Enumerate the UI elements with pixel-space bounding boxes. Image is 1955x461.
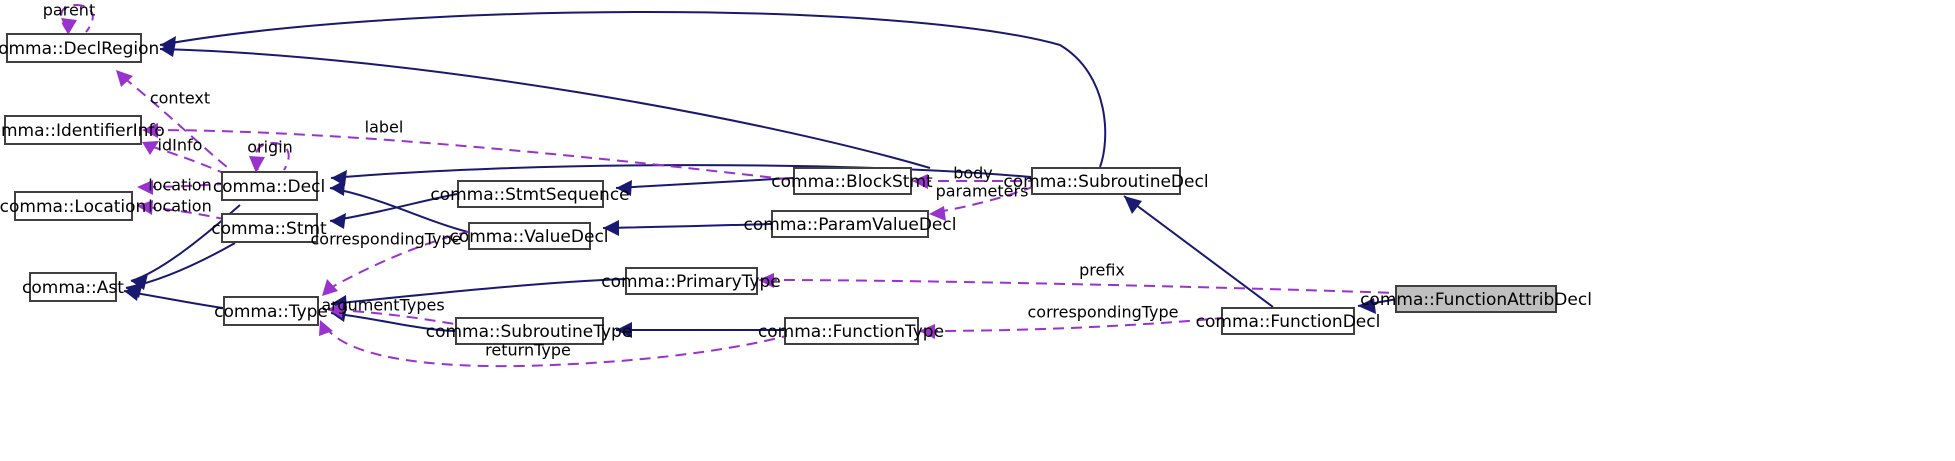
node-functionattribdecl[interactable]: comma::FunctionAttribDecl bbox=[1360, 285, 1592, 313]
node-declregion[interactable]: comma::DeclRegion bbox=[0, 33, 159, 63]
edge-stmt-to-ast bbox=[125, 242, 236, 298]
node-stmt[interactable]: comma::Stmt bbox=[211, 213, 327, 243]
node-label-primarytype: comma::PrimaryType bbox=[601, 272, 780, 292]
edge-label-label: label bbox=[365, 118, 404, 137]
edge-valuedecl-to-decl bbox=[329, 180, 469, 233]
edge-decl-to-declregion-context bbox=[116, 70, 233, 172]
node-label-stmt: comma::Stmt bbox=[211, 219, 327, 239]
edge-label-origin: origin bbox=[247, 138, 293, 157]
edge-functionattribdecl-to-primarytype-prefix bbox=[758, 273, 1397, 294]
edge-label-location-1: location bbox=[148, 176, 211, 195]
edge-label-prefix: prefix bbox=[1079, 261, 1125, 280]
node-label-location: comma::Location bbox=[0, 197, 146, 217]
edge-functionattribdecl-to-functiondecl bbox=[1357, 298, 1398, 314]
edge-subroutinedecl-to-declregion bbox=[159, 41, 931, 169]
node-label-functionattribdecl: comma::FunctionAttribDecl bbox=[1360, 290, 1592, 310]
edge-functiondecl-to-functiontype-correspondingtype bbox=[919, 317, 1223, 339]
edge-blockstmt-to-stmtsequence bbox=[615, 177, 794, 196]
edge-paramvaluedecl-to-valuedecl bbox=[602, 220, 772, 236]
edge-decl-to-location-upper bbox=[137, 180, 224, 195]
edge-label-correspondingtype-2: correspondingType bbox=[1027, 303, 1178, 322]
edge-type-to-ast bbox=[123, 285, 224, 309]
node-label-stmtsequence: comma::StmtSequence bbox=[430, 185, 629, 205]
edge-label-correspondingtype-1: correspondingType bbox=[310, 230, 461, 249]
node-type[interactable]: comma::Type bbox=[214, 296, 328, 326]
node-label-functiontype: comma::FunctionType bbox=[758, 322, 944, 342]
node-label-ast: comma::Ast bbox=[22, 278, 124, 298]
node-subroutinedecl[interactable]: comma::SubroutineDecl bbox=[1003, 167, 1209, 195]
edge-label-idinfo: idInfo bbox=[158, 136, 203, 155]
node-valuedecl[interactable]: comma::ValueDecl bbox=[449, 222, 609, 250]
edge-subroutinetype-to-type-argumenttypes bbox=[327, 303, 456, 325]
node-label-identifierinfo: comma::IdentifierInfo bbox=[0, 121, 165, 141]
node-paramvaluedecl[interactable]: comma::ParamValueDecl bbox=[744, 210, 957, 238]
nodes: comma::DeclRegion comma::IdentifierInfo … bbox=[0, 33, 1592, 345]
node-blockstmt[interactable]: comma::BlockStmt bbox=[771, 167, 933, 195]
node-label-subroutinetype: comma::SubroutineType bbox=[426, 322, 633, 342]
edge-labels: parent context label idInfo origin locat… bbox=[43, 1, 1179, 360]
node-label-valuedecl: comma::ValueDecl bbox=[449, 227, 608, 247]
node-subroutinetype[interactable]: comma::SubroutineType bbox=[426, 317, 633, 345]
node-label-type: comma::Type bbox=[214, 302, 328, 322]
edge-functiontype-to-type-returntype bbox=[319, 320, 787, 368]
node-primarytype[interactable]: comma::PrimaryType bbox=[601, 267, 781, 295]
edge-label-location-2: location bbox=[148, 197, 211, 216]
node-location[interactable]: comma::Location bbox=[0, 191, 146, 221]
node-ast[interactable]: comma::Ast bbox=[22, 272, 124, 302]
edge-primarytype-to-type bbox=[330, 278, 626, 311]
node-stmtsequence[interactable]: comma::StmtSequence bbox=[430, 180, 630, 208]
edge-declregion-parent-self bbox=[60, 3, 94, 35]
edge-label-returntype: returnType bbox=[485, 341, 571, 360]
node-label-paramvaluedecl: comma::ParamValueDecl bbox=[744, 215, 957, 235]
edge-subroutinedecl-to-blockstmt-body bbox=[912, 174, 1031, 189]
edge-valuedecl-to-type-correspondingtype bbox=[322, 231, 469, 296]
usage-edges bbox=[60, 3, 1397, 368]
edge-subroutinedecl-to-decl bbox=[330, 164, 1032, 186]
edge-blockstmt-to-declregion bbox=[159, 11, 1107, 168]
node-functiondecl[interactable]: comma::FunctionDecl bbox=[1196, 307, 1381, 335]
node-label-declregion: comma::DeclRegion bbox=[0, 39, 159, 59]
edge-label-parameters: parameters bbox=[936, 182, 1029, 201]
inheritance-edges bbox=[123, 11, 1398, 338]
node-identifierinfo[interactable]: comma::IdentifierInfo bbox=[0, 115, 165, 145]
node-decl[interactable]: comma::Decl bbox=[213, 171, 325, 201]
node-label-blockstmt: comma::BlockStmt bbox=[771, 172, 933, 192]
edge-label-context: context bbox=[150, 89, 210, 108]
edge-subroutinedecl-to-paramvaluedecl-parameters bbox=[929, 185, 1036, 221]
node-label-decl: comma::Decl bbox=[213, 177, 325, 197]
edge-label-argumenttypes: argumentTypes bbox=[321, 296, 444, 315]
edge-decl-origin-self bbox=[249, 141, 290, 173]
edge-functiontype-to-subroutinetype bbox=[616, 322, 784, 338]
node-label-subroutinedecl: comma::SubroutineDecl bbox=[1003, 172, 1208, 192]
edge-blockstmt-to-identifierinfo-label bbox=[142, 123, 794, 181]
edge-label-parent: parent bbox=[43, 1, 95, 20]
edge-functiondecl-to-subroutinedecl bbox=[1123, 195, 1274, 308]
node-label-functiondecl: comma::FunctionDecl bbox=[1196, 312, 1381, 332]
node-functiontype[interactable]: comma::FunctionType bbox=[758, 317, 944, 345]
edge-label-body: body bbox=[953, 164, 993, 183]
